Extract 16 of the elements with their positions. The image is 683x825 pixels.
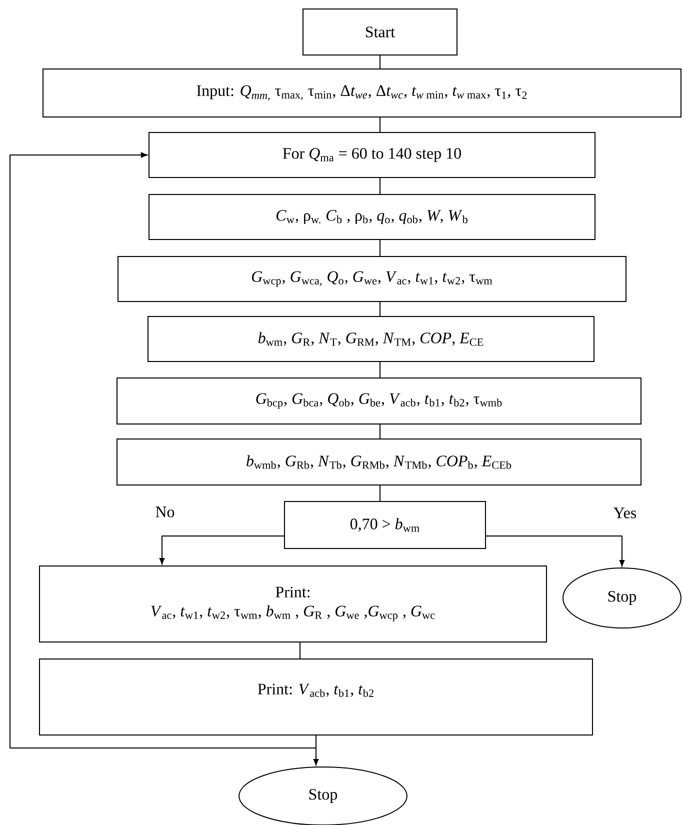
start-box: Start	[302, 8, 458, 56]
process-box: G$_{wcp}$, G$_{wca,}$ Q$_{o}$, G$_{we}$, V$_{ac}$, t$_{w1}$, t$_{w2}$, τ$_{wm}$	[118, 256, 626, 302]
arrow	[10, 152, 316, 748]
output-box: Print: V$_{acb}$, t$_{b1}$, t$_{b2}$	[39, 658, 593, 736]
process-box: b$_{wmb}$, G$_{Rb}$, N$_{Tb}$, G$_{RMb}$, N$_{TMb}$, COP$_{b}$, E$_{CEb}$	[116, 438, 642, 486]
arrow	[485, 536, 625, 566]
arrow	[159, 536, 285, 564]
loop-box: For Q$_{ma}$ = 60 to 140 step 10	[148, 132, 596, 178]
edge-label: Yes	[612, 506, 638, 520]
decision-box: 0,70 > b$_{wm}$	[284, 501, 486, 549]
edge-label: No	[154, 506, 176, 518]
process-box: b$_{wm}$, G$_{R}$, N$_{T}$, G$_{RM}$, N$_{TM}$, COP, E$_{CE}$	[148, 316, 594, 362]
process-box: C$_{w}$, ρ$_{w.}$ C$_{b}$ , ρ$_{b}$, q$_{o}$, q$_{ob}$, W, W$_{b}$	[148, 194, 596, 240]
process-box: G$_{bcp}$, G$_{bca}$, Q$_{ob}$, G$_{be}$, V$_{acb}$, t$_{b1}$, t$_{b2}$, τ$_{wmb}$	[116, 378, 642, 424]
output-box: Print: V$_{ac}$, t$_{w1}$, t$_{w2}$, τ$_{wm}$, b$_{wm}$ , G$_{R}$ , G$_{we}$ ,G$_{wcp}$ , G$_{wc}$	[39, 566, 547, 642]
input-box: $\text{Input: }\textit{Q}_{\textit{mm,}}\text{ τ}_{\text{max,}}\text{ τ}_{\text{min}}\text{, Δ}\textit{t}_{\textit{we}}\text{, Δ}\textit{t}_{\textit{wc}}\text{, }\textit{t}_{\textit{w}\text{ min}}\text{, }\textit{t}_{\textit{w}\text{ max}}\text{, τ}_{\text{1}}\text{, τ}_{\text{2}}$	[42, 68, 682, 118]
